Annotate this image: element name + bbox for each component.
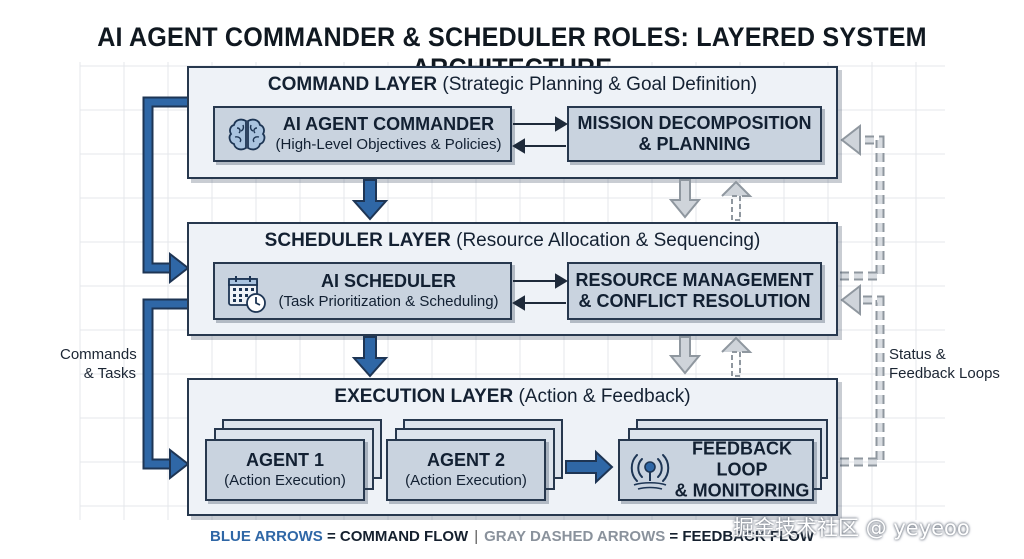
resource-management-line2: & CONFLICT RESOLUTION	[578, 291, 811, 311]
feedback-side-arrow-lower	[840, 283, 885, 467]
ai-scheduler-box[interactable]: AI SCHEDULER (Task Prioritization & Sche…	[213, 262, 512, 320]
commands-label-line2: & Tasks	[83, 365, 136, 382]
feedback-side-arrow-upper	[840, 123, 885, 281]
scheduler-layer-title: SCHEDULER LAYER (Resource Allocation & S…	[189, 230, 836, 252]
legend-gray-arrows: GRAY DASHED ARROWS	[484, 528, 666, 545]
agent1-title: AGENT 1	[245, 450, 324, 470]
watermark: 掘金技术社区 @ yeyeoo	[733, 516, 970, 540]
legend-command-flow: = COMMAND FLOW	[322, 528, 469, 545]
command-to-scheduler-side-arrow	[142, 96, 187, 274]
command-layer-desc: (Strategic Planning & Goal Definition)	[442, 74, 758, 95]
execution-layer-desc: (Action & Feedback)	[518, 386, 691, 407]
legend-separator: |	[474, 528, 479, 545]
resource-management-line1: RESOURCE MANAGEMENT	[575, 270, 814, 290]
feedback-loop-line1: FEEDBACK LOOP	[691, 438, 792, 480]
status-feedback-label: Status & Feedback Loops	[889, 345, 1000, 383]
status-label-line2: Feedback Loops	[889, 365, 1000, 382]
brain-icon	[228, 118, 266, 151]
ai-agent-commander-subtitle: (High-Level Objectives & Policies)	[275, 136, 502, 153]
ai-scheduler-subtitle: (Task Prioritization & Scheduling)	[278, 293, 499, 310]
legend-feedback-flow: = FEEDBACK FLOW	[665, 528, 814, 545]
mission-decomposition-box[interactable]: MISSION DECOMPOSITION & PLANNING	[567, 106, 822, 162]
scheduler-to-execution-side-arrow	[142, 298, 187, 470]
agent2-box[interactable]: AGENT 2 (Action Execution)	[386, 439, 546, 501]
command-layer-title: COMMAND LAYER (Strategic Planning & Goal…	[189, 74, 836, 96]
agent1-subtitle: (Action Execution)	[224, 472, 346, 489]
ai-agent-commander-title: AI AGENT COMMANDER	[282, 114, 495, 134]
scheduler-layer-name: SCHEDULER LAYER	[264, 230, 451, 251]
ai-agent-commander-box[interactable]: AI AGENT COMMANDER (High-Level Objective…	[213, 106, 512, 162]
feedback-loop-line2: & MONITORING	[674, 480, 810, 501]
agent1-box[interactable]: AGENT 1 (Action Execution)	[205, 439, 365, 501]
broadcast-antenna-icon	[630, 454, 670, 490]
agent2-subtitle: (Action Execution)	[405, 472, 527, 489]
feedback-loop-box[interactable]: FEEDBACK LOOP & MONITORING	[618, 439, 814, 501]
execution-layer-title: EXECUTION LAYER (Action & Feedback)	[189, 386, 836, 408]
commands-tasks-label: Commands & Tasks	[60, 345, 137, 383]
commands-label-line1: Commands	[60, 346, 137, 363]
command-layer-name: COMMAND LAYER	[267, 74, 438, 95]
agent2-title: AGENT 2	[426, 450, 505, 470]
status-label-line1: Status &	[889, 346, 946, 363]
execution-layer-name: EXECUTION LAYER	[334, 386, 514, 407]
resource-management-box[interactable]: RESOURCE MANAGEMENT & CONFLICT RESOLUTIO…	[567, 262, 822, 320]
mission-decomposition-line2: & PLANNING	[638, 134, 751, 154]
calendar-clock-icon	[228, 276, 266, 313]
legend-blue-arrows: BLUE ARROWS	[210, 528, 323, 545]
scheduler-layer-desc: (Resource Allocation & Sequencing)	[456, 230, 761, 251]
legend: BLUE ARROWS = COMMAND FLOW | GRAY DASHED A…	[0, 528, 1024, 545]
mission-decomposition-line1: MISSION DECOMPOSITION	[577, 113, 812, 133]
ai-scheduler-title: AI SCHEDULER	[320, 271, 456, 291]
